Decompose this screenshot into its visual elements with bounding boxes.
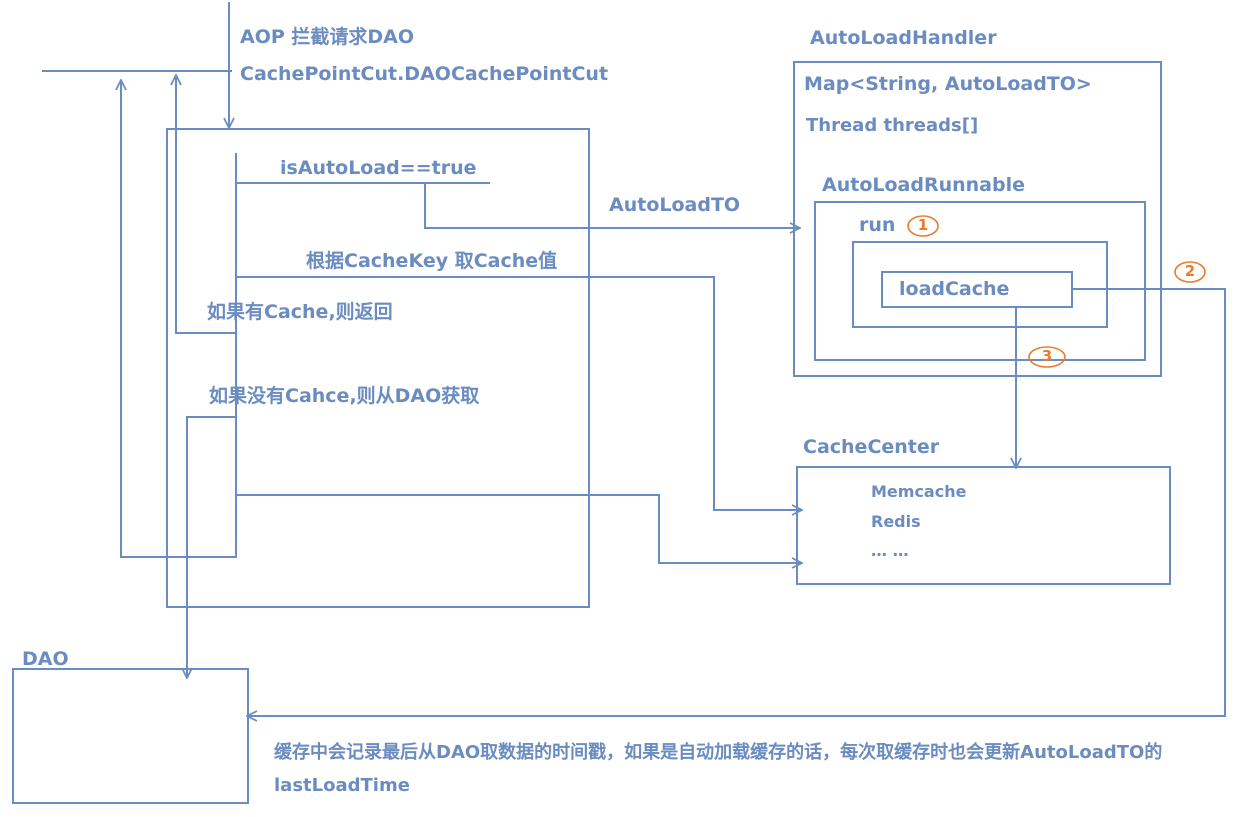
run-box	[852, 241, 1108, 328]
note-line-2: lastLoadTime	[274, 775, 410, 796]
aop-intercept-label: AOP 拦截请求DAO	[240, 26, 415, 48]
step-3-marker: 3	[1041, 347, 1053, 365]
dao-title: DAO	[22, 648, 69, 670]
get-cache-by-key-label: 根据CacheKey 取Cache值	[306, 250, 558, 272]
run-label: run	[859, 214, 896, 236]
cache-center-title: CacheCenter	[803, 436, 940, 458]
marker-2-ring	[1174, 261, 1206, 283]
auto-load-runnable-box	[814, 201, 1146, 361]
auto-load-handler-title: AutoLoadHandler	[810, 27, 997, 49]
step-2-marker: 2	[1184, 262, 1196, 280]
pointcut-label: CachePointCut.DAOCachePointCut	[240, 63, 609, 85]
proxy-box	[166, 128, 590, 608]
marker-3-ring	[1028, 346, 1066, 368]
outer-return-arrow	[121, 80, 236, 558]
return-if-cache-label: 如果有Cache,则返回	[207, 301, 393, 323]
get-cache-arrow	[236, 276, 802, 510]
load-cache-label: loadCache	[899, 278, 1010, 300]
is-auto-load-label: isAutoLoad==true	[280, 157, 477, 179]
threads-field-label: Thread threads[]	[806, 115, 979, 136]
to-dao-arrow	[187, 416, 236, 678]
auto-load-to-label: AutoLoadTO	[609, 194, 741, 216]
note-line-1: 缓存中会记录最后从DAO取数据的时间戳，如果是自动加载缓存的话，每次取缓存时也会…	[274, 742, 1163, 763]
auto-load-to-arrow	[424, 183, 800, 228]
dao-if-no-cache-label: 如果没有Cahce,则从DAO获取	[209, 385, 480, 407]
store-cache-arrow	[236, 494, 802, 563]
auto-load-runnable-title: AutoLoadRunnable	[822, 174, 1025, 196]
load-cache-to-dao-arrow	[247, 288, 1226, 716]
ellipsis-label: … …	[871, 541, 909, 560]
marker-1-ring	[907, 215, 939, 237]
memcache-label: Memcache	[871, 482, 967, 501]
map-field-label: Map<String, AutoLoadTO>	[804, 73, 1092, 95]
auto-load-handler-box	[793, 61, 1162, 377]
cache-center-box	[796, 466, 1171, 585]
dao-box	[12, 668, 249, 804]
return-cache-arrow	[176, 75, 236, 334]
redis-label: Redis	[871, 512, 921, 531]
step-1-marker: 1	[917, 216, 929, 234]
